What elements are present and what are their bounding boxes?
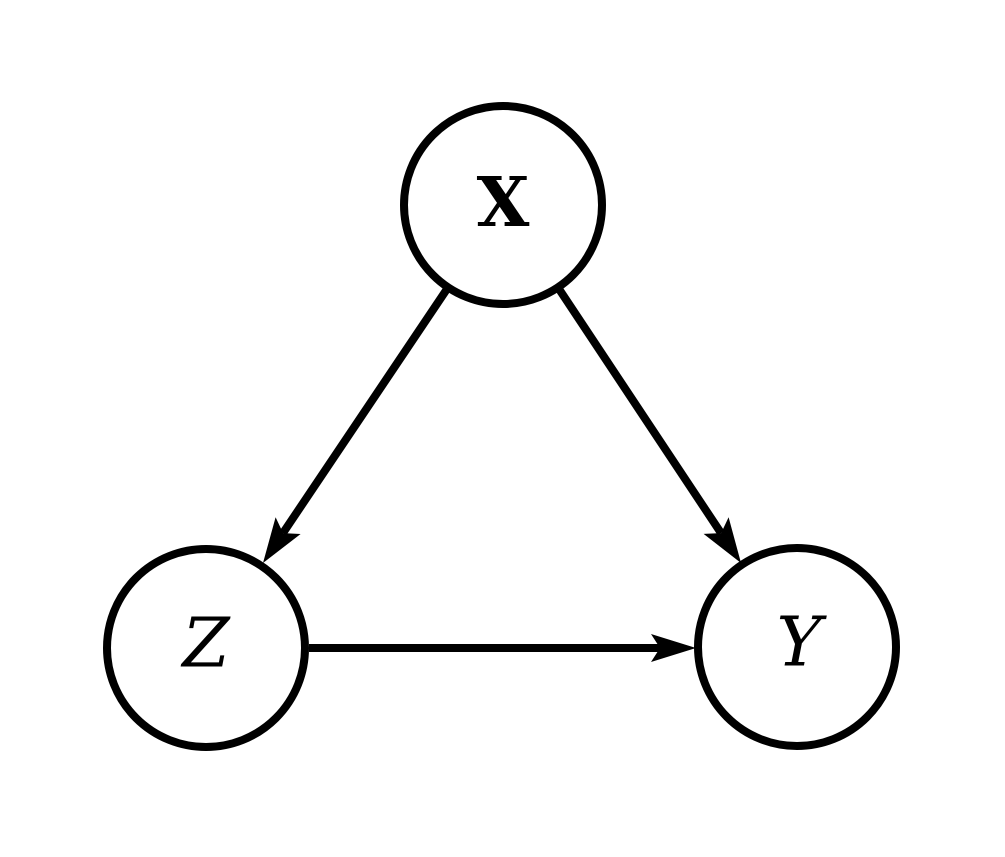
edge-x-to-z-arrowhead-icon [263, 517, 301, 563]
edge-x-to-y [555, 286, 741, 563]
node-x-label: X [477, 163, 530, 243]
node-y-circle [694, 544, 900, 750]
edge-x-to-y-line [555, 286, 725, 536]
node-z-circle [103, 545, 309, 751]
edge-z-to-y-arrowhead-icon [651, 634, 696, 662]
node-z-label: Z [180, 605, 231, 684]
node-x: X [400, 102, 606, 308]
node-z: Z [103, 545, 309, 751]
edge-x-to-z-line [279, 286, 451, 536]
edge-x-to-y-arrowhead-icon [703, 517, 741, 563]
node-y: Y [694, 544, 900, 750]
edge-x-to-z [263, 286, 451, 563]
node-y-label: Y [777, 604, 828, 683]
node-x-circle [400, 102, 606, 308]
edge-z-to-y [309, 634, 696, 662]
